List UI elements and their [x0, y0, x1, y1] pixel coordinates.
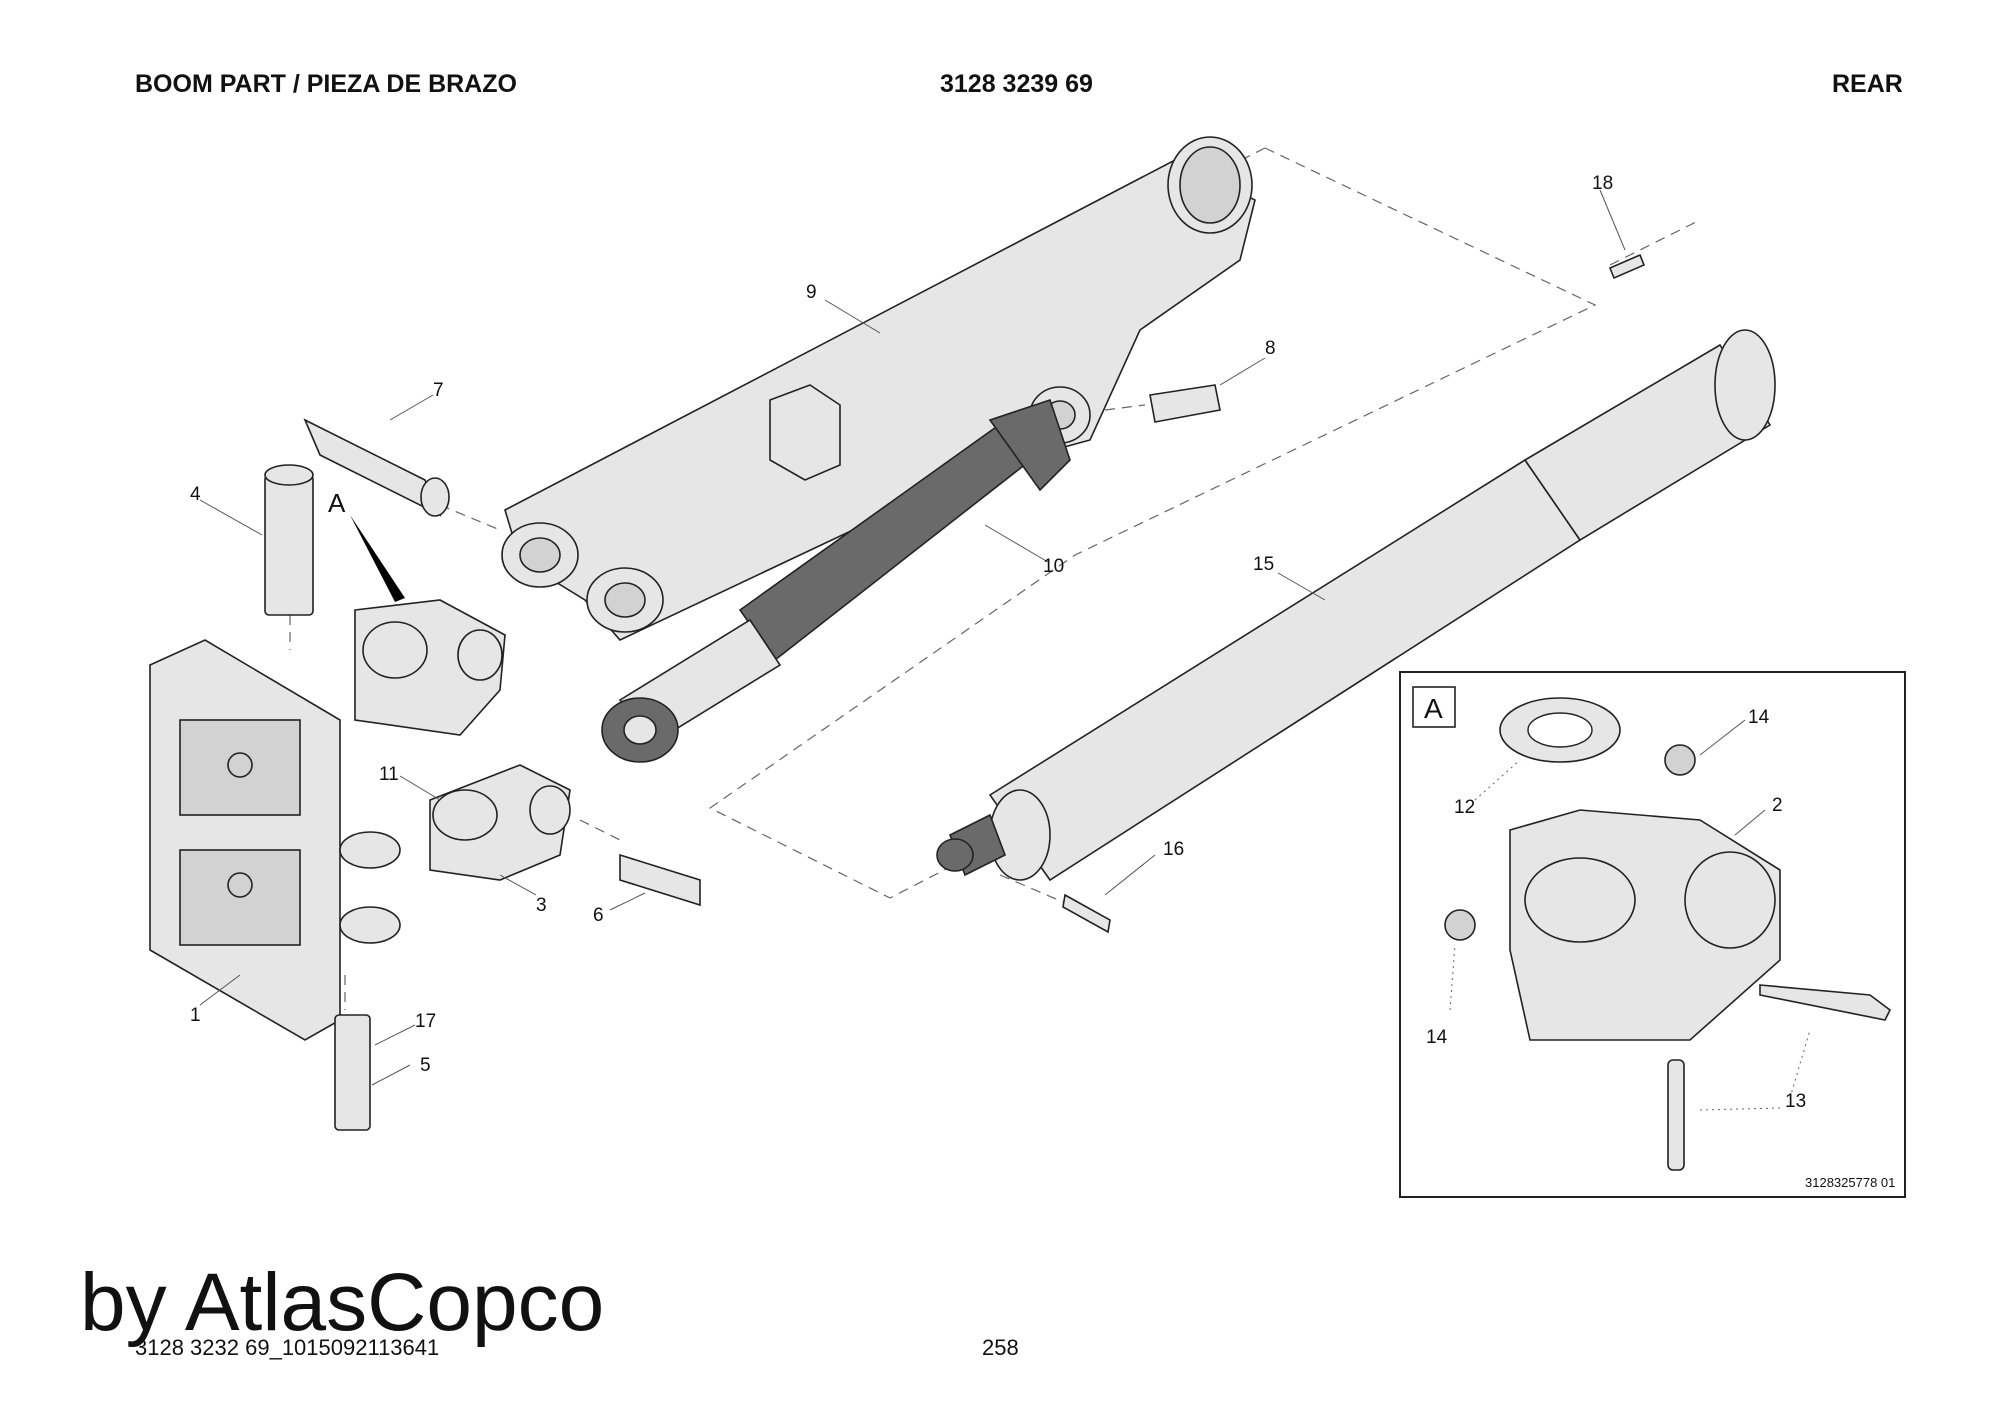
callout-12: 12: [1454, 797, 1475, 818]
callout-1: 1: [190, 1005, 201, 1026]
callout-13: 13: [1785, 1091, 1806, 1112]
callout-labels: 1 2 3 4 5 6 7 8 9 10 11 12 13 14 14 15 1…: [190, 173, 1806, 1112]
hydraulic-cylinder-part: [601, 398, 1071, 763]
clevis-blocks: [354, 599, 571, 881]
boom-body-part: [501, 136, 1256, 641]
view-marker: A: [328, 488, 405, 602]
small-parts: [264, 253, 1646, 1131]
callout-9: 9: [806, 282, 817, 303]
watermark: by AtlasCopco: [80, 1257, 605, 1348]
callout-14-bottom: 14: [1426, 1027, 1448, 1048]
callout-10: 10: [1043, 556, 1064, 577]
detail-box: A 3128325778 01: [1399, 671, 1906, 1198]
callout-5: 5: [420, 1055, 431, 1076]
mounting-plate-part: [149, 639, 401, 1041]
position-label: REAR: [1832, 70, 1903, 98]
callout-8: 8: [1265, 338, 1276, 359]
file-id: 3128 3232 69_1015092113641: [135, 1335, 440, 1360]
leader-lines: [199, 189, 1811, 1111]
callout-18: 18: [1592, 173, 1613, 194]
callout-11: 11: [379, 764, 399, 785]
callout-14-top: 14: [1748, 707, 1770, 728]
callout-15: 15: [1253, 554, 1274, 575]
view-marker-letter: A: [328, 488, 346, 518]
callout-2: 2: [1772, 795, 1783, 816]
callout-17: 17: [415, 1011, 436, 1032]
callout-4: 4: [190, 484, 201, 505]
callout-16: 16: [1163, 839, 1184, 860]
drawing-ref: 3128325778 01: [1805, 1175, 1895, 1190]
assembly-guide-lines: [289, 147, 1701, 1010]
callout-6: 6: [593, 905, 604, 926]
callout-7: 7: [433, 380, 444, 401]
telescopic-tube-part: [936, 329, 1776, 882]
detail-letter: A: [1424, 693, 1443, 724]
page-number: 258: [982, 1335, 1019, 1360]
page-title: BOOM PART / PIEZA DE BRAZO: [135, 70, 517, 98]
callout-3: 3: [536, 895, 547, 916]
part-number: 3128 3239 69: [940, 70, 1093, 98]
